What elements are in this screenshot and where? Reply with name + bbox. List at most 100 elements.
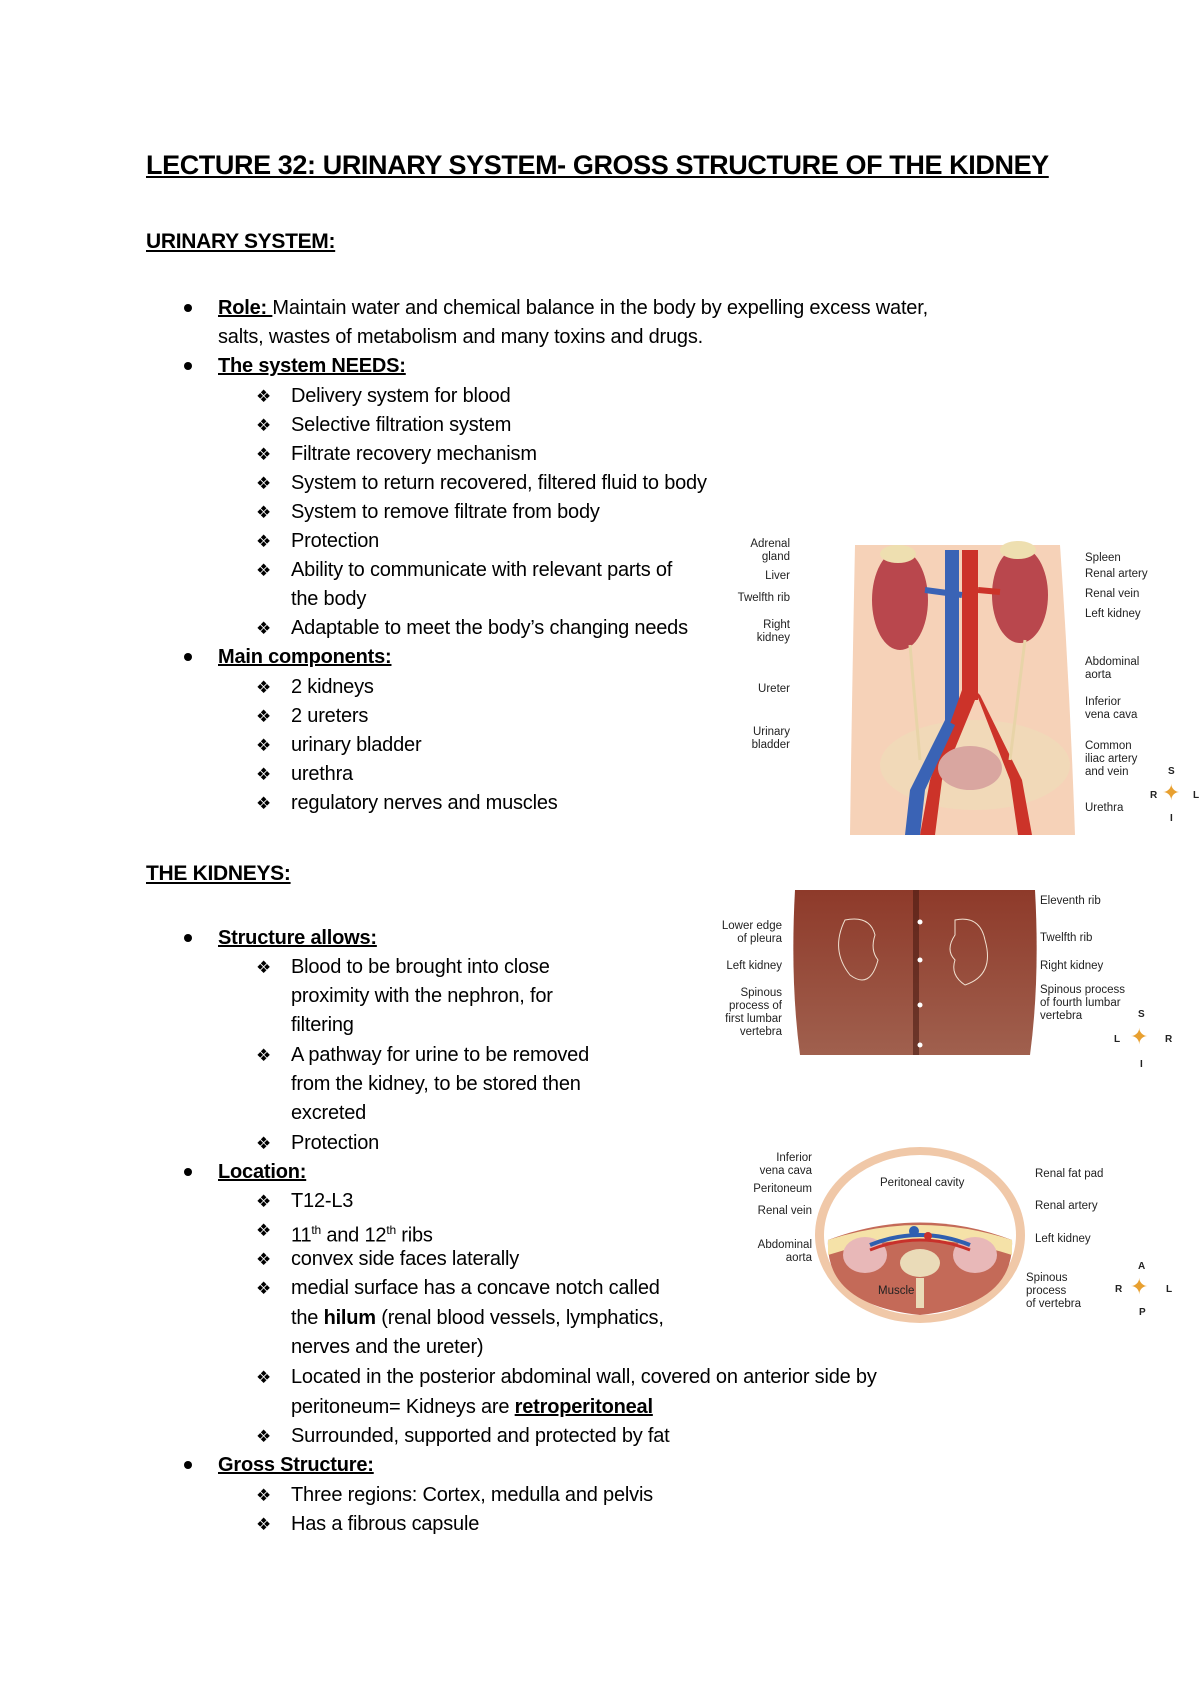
- list-item: Adaptable to meet the body’s changing ne…: [291, 617, 688, 639]
- page-title: LECTURE 32: URINARY SYSTEM- GROSS STRUCT…: [146, 150, 1049, 180]
- section-heading-kidneys: THE KIDNEYS:: [146, 862, 291, 885]
- label-spinous-process-l1-2: process of: [728, 1000, 782, 1012]
- label-lower-edge-pleura: Lower edge: [721, 920, 782, 932]
- compass-inferior: I: [1140, 1059, 1143, 1070]
- compass-posterior: P: [1139, 1307, 1146, 1318]
- retroperitoneal-term: retroperitoneal: [514, 1396, 653, 1418]
- list-item: Ability to communicate with relevant par…: [291, 559, 673, 581]
- figure-urinary-system-anterior: Adrenal gland Liver Twelfth rib Right ki…: [738, 538, 1200, 840]
- list-item: Selective filtration system: [291, 414, 512, 436]
- diamond-bullet-icon: ❖: [256, 1250, 272, 1269]
- compass-left: L: [1193, 790, 1200, 801]
- label-renal-artery: Renal artery: [1085, 568, 1148, 580]
- label-adrenal-gland: Adrenal: [750, 538, 790, 550]
- label-adrenal-gland-2: gland: [761, 551, 790, 563]
- label-renal-artery: Renal artery: [1035, 1200, 1098, 1212]
- list-item: regulatory nerves and muscles: [291, 792, 558, 814]
- compass-right: R: [1115, 1284, 1123, 1295]
- list-item: System to remove filtrate from body: [291, 501, 600, 523]
- diamond-bullet-icon: ❖: [256, 958, 272, 977]
- anatomy-illustration: [850, 541, 1075, 835]
- diamond-bullet-icon: ❖: [256, 416, 272, 435]
- compass-left: L: [1114, 1034, 1121, 1045]
- diamond-bullet-icon: ❖: [256, 474, 272, 493]
- label-spinous-process-l1-4: vertebra: [739, 1026, 782, 1038]
- diamond-bullet-icon: ❖: [256, 619, 272, 638]
- section-heading-urinary-system: URINARY SYSTEM:: [146, 230, 336, 253]
- list-item: A pathway for urine to be removed: [291, 1044, 590, 1066]
- compass-inferior: I: [1170, 813, 1173, 824]
- bullet-dot: [184, 653, 192, 661]
- list-item-continuation: proximity with the nephron, for: [291, 985, 553, 1007]
- label-abdominal-aorta: Abdominal: [757, 1239, 812, 1251]
- diamond-bullet-icon: ❖: [256, 1427, 272, 1446]
- diamond-bullet-icon: ❖: [256, 736, 272, 755]
- compass-anterior: A: [1138, 1261, 1146, 1272]
- list-item: 2 kidneys: [291, 676, 374, 698]
- list-item: Located in the posterior abdominal wall,…: [291, 1366, 877, 1388]
- label-spinous-process-l1-3: first lumbar: [725, 1013, 782, 1025]
- list-item: Surrounded, supported and protected by f…: [291, 1425, 670, 1447]
- bullet-dot: [184, 362, 192, 370]
- label-abdominal-aorta-2: aorta: [785, 1252, 812, 1264]
- diamond-bullet-icon: ❖: [256, 1134, 272, 1153]
- label-right-kidney: Right: [763, 619, 790, 631]
- list-item: Filtrate recovery mechanism: [291, 443, 537, 465]
- hilum-term: hilum: [323, 1307, 377, 1329]
- label-common-iliac: Common: [1085, 740, 1132, 752]
- label-urinary-bladder: Urinary: [752, 726, 790, 738]
- diamond-bullet-icon: ❖: [256, 532, 272, 551]
- label-twelfth-rib: Twelfth rib: [737, 592, 790, 604]
- list-item: urinary bladder: [291, 734, 422, 756]
- bullet-dot: [184, 1168, 192, 1176]
- label-eleventh-rib: Eleventh rib: [1040, 895, 1101, 907]
- diamond-bullet-icon: ❖: [256, 1046, 272, 1065]
- label-spinous-process-l4-2: of fourth lumbar: [1040, 997, 1121, 1009]
- list-item: urethra: [291, 763, 353, 785]
- role-line-1: Role: Maintain water and chemical balanc…: [218, 297, 928, 319]
- list-item-ribs: 11th and 12th ribs: [291, 1223, 433, 1247]
- label-muscle: Muscle: [878, 1285, 915, 1297]
- compass-superior: S: [1168, 766, 1175, 777]
- list-item: convex side faces laterally: [291, 1248, 520, 1270]
- label-spinous-process-l4-3: vertebra: [1040, 1010, 1083, 1022]
- bullet-dot: [184, 304, 192, 312]
- diamond-bullet-icon: ❖: [256, 707, 272, 726]
- label-liver: Liver: [765, 570, 790, 582]
- label-twelfth-rib: Twelfth rib: [1040, 932, 1093, 944]
- label-peritoneum: Peritoneum: [753, 1183, 812, 1195]
- label-spinous-process-l4: Spinous process: [1040, 984, 1126, 996]
- diamond-bullet-icon: ❖: [256, 445, 272, 464]
- list-item: medial surface has a concave notch calle…: [291, 1277, 660, 1299]
- list-item: Protection: [291, 1132, 380, 1154]
- bullet-dot: [184, 934, 192, 942]
- list-item: Delivery system for blood: [291, 385, 511, 407]
- label-spinous-process: Spinous: [1026, 1272, 1068, 1284]
- cross-section-illustration: [815, 1147, 1025, 1323]
- label-left-kidney: Left kidney: [1085, 608, 1141, 620]
- diamond-bullet-icon: ❖: [256, 387, 272, 406]
- label-left-kidney: Left kidney: [1035, 1233, 1091, 1245]
- label-abdominal-aorta: Abdominal: [1085, 656, 1140, 668]
- diamond-bullet-icon: ❖: [256, 1515, 272, 1534]
- label-inferior-vena-cava: Inferior: [1085, 696, 1121, 708]
- label-ureter: Ureter: [758, 683, 790, 695]
- compass-rose-icon: ✦: [1162, 780, 1181, 805]
- components-label: Main components:: [218, 646, 392, 668]
- label-urethra: Urethra: [1085, 802, 1124, 814]
- diamond-bullet-icon: ❖: [256, 765, 272, 784]
- back-photo-illustration: [793, 890, 1037, 1055]
- list-item-continuation: peritoneum= Kidneys are retroperitoneal: [291, 1396, 653, 1418]
- list-item-continuation: the hilum (renal blood vessels, lymphati…: [291, 1307, 664, 1329]
- label-renal-vein: Renal vein: [1085, 588, 1140, 600]
- label-lower-edge-pleura-2: of pleura: [737, 933, 782, 945]
- diamond-bullet-icon: ❖: [256, 1368, 272, 1387]
- gross-structure-label: Gross Structure:: [218, 1454, 374, 1476]
- label-left-kidney: Left kidney: [726, 960, 782, 972]
- compass-left: L: [1166, 1284, 1173, 1295]
- list-item-continuation: nerves and the ureter): [291, 1336, 484, 1358]
- label-common-iliac-2: iliac artery: [1085, 753, 1138, 765]
- label-spinous-process-2: process: [1026, 1285, 1067, 1297]
- compass-rose-icon: ✦: [1130, 1274, 1149, 1299]
- structure-label: Structure allows:: [218, 927, 377, 949]
